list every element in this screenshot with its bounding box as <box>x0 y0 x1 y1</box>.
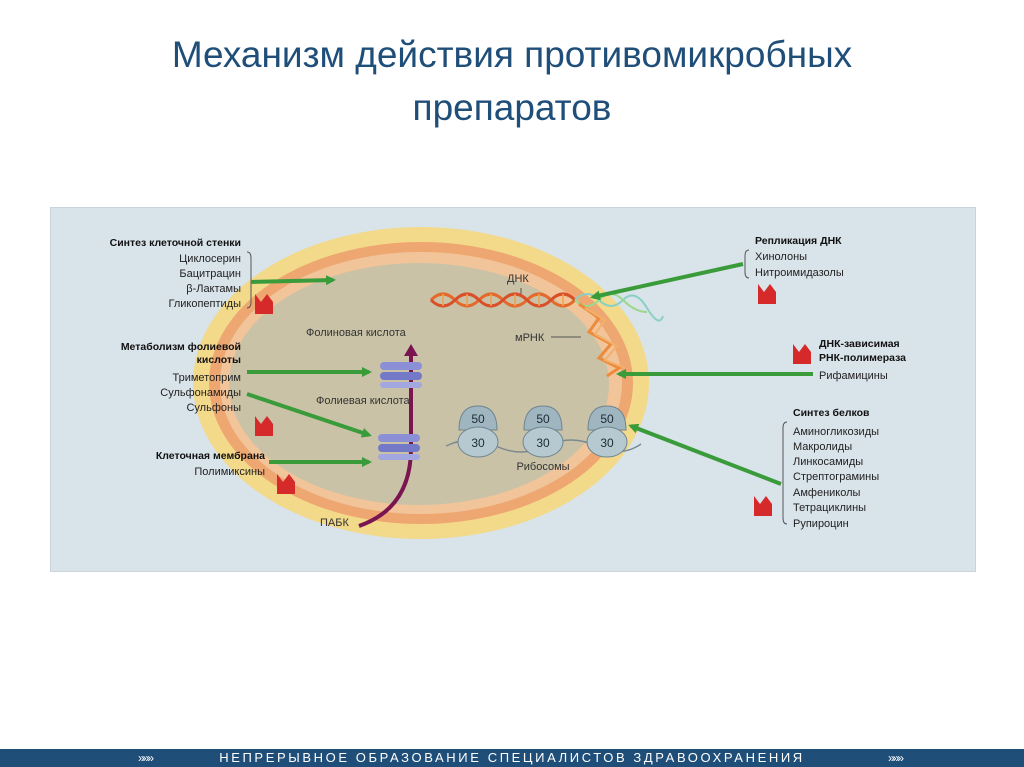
dna-replication-arrow <box>590 262 744 301</box>
title-line-1: Механизм действия противомикробных <box>171 34 853 75</box>
mechanism-diagram: ДНК мРНК 50 30 50 30 50 30 Рибосомы Фоли… <box>110 227 906 539</box>
protein-bracket <box>782 421 788 525</box>
membrane-drug-1: Полимиксины <box>194 466 265 478</box>
protein-drug-2: Макролиды <box>793 441 852 453</box>
rna-polymerase-blocker-icon <box>793 344 811 364</box>
folate-blocker-icon <box>255 416 273 436</box>
enzyme-block-upper <box>380 362 422 388</box>
cell-wall-drug-3: β-Лактамы <box>186 283 241 295</box>
chevrons-right-icon: »»» <box>138 751 154 765</box>
ribosome-3-large-label: 50 <box>600 412 614 426</box>
ribosome-3: 50 30 <box>586 405 628 458</box>
protein-drug-7: Рупироцин <box>793 518 849 530</box>
rna-polymerase-heading-line-2: РНК-полимераза <box>819 352 906 364</box>
mrna-strand-shadow <box>584 307 626 369</box>
dna-replication-bracket <box>744 249 750 279</box>
cell-wall-drug-1: Циклосерин <box>179 253 241 265</box>
folate-drug-1: Триметоприм <box>173 372 242 384</box>
folate-heading-line-2: кислоты <box>197 354 241 366</box>
diagram-panel: ДНК мРНК 50 30 50 30 50 30 Рибосомы Фоли… <box>50 207 976 572</box>
ribosome-1: 50 30 <box>457 405 499 458</box>
ribosome-2: 50 30 <box>522 405 564 458</box>
slide-title: Механизм действия противомикробных препа… <box>60 28 964 134</box>
paba-label: ПАБК <box>320 517 349 529</box>
ribosome-2-large-label: 50 <box>536 412 550 426</box>
folinic-acid-label: Фолиновая кислота <box>306 327 407 339</box>
folate-drug-3: Сульфоны <box>186 402 241 414</box>
ribosome-1-large-label: 50 <box>471 412 485 426</box>
folate-arrow-lower <box>246 392 372 438</box>
mrna-label: мРНК <box>515 332 545 344</box>
cell-wall-arrow <box>250 275 336 286</box>
dna-label: ДНК <box>507 273 529 285</box>
ribosome-2-small-label: 30 <box>536 436 550 450</box>
dna-replication-drug-1: Хинолоны <box>755 251 807 263</box>
protein-blocker-icon <box>754 496 772 516</box>
ribosomes-label: Рибосомы <box>516 461 569 473</box>
protein-arrow <box>628 423 782 486</box>
rna-polymerase-drug-1: Рифамицины <box>819 370 888 382</box>
membrane-heading: Клеточная мембрана <box>156 450 265 462</box>
title-line-2: препаратов <box>412 87 612 128</box>
dna-replication-drug-2: Нитроимидазолы <box>755 267 844 279</box>
mrna-strand <box>578 302 622 378</box>
enzyme-block-lower <box>378 434 420 460</box>
dna-replication-heading: Репликация ДНК <box>755 235 842 247</box>
protein-drug-6: Тетрациклины <box>793 502 866 514</box>
rna-polymerase-heading-line-1: ДНК-зависимая <box>819 338 900 350</box>
dna-replication-blocker-icon <box>758 284 776 304</box>
membrane-blocker-icon <box>277 474 295 494</box>
protein-drug-5: Амфениколы <box>793 487 861 499</box>
folate-drug-2: Сульфонамиды <box>160 387 241 399</box>
protein-heading: Синтез белков <box>793 407 870 419</box>
protein-drug-3: Линкосамиды <box>793 456 863 468</box>
protein-drug-4: Стрептограмины <box>793 471 879 483</box>
folate-heading-line-1: Метаболизм фолиевой <box>121 341 241 353</box>
footer-bar: »»» НЕПРЕРЫВНОЕ ОБРАЗОВАНИЕ СПЕЦИАЛИСТОВ… <box>0 749 1024 767</box>
cell-wall-drug-2: Бацитрацин <box>179 268 241 280</box>
cell-wall-heading: Синтез клеточной стенки <box>110 237 241 249</box>
footer-text: НЕПРЕРЫВНОЕ ОБРАЗОВАНИЕ СПЕЦИАЛИСТОВ ЗДР… <box>219 750 805 765</box>
ribosome-3-small-label: 30 <box>600 436 614 450</box>
ribosome-1-small-label: 30 <box>471 436 485 450</box>
cell-wall-blocker-icon <box>255 294 273 314</box>
chevrons-right-icon: »»» <box>888 751 904 765</box>
cell-wall-drug-4: Гликопептиды <box>169 298 242 310</box>
folic-acid-label: Фолиевая кислота <box>316 395 411 407</box>
protein-drug-1: Аминогликозиды <box>793 426 879 438</box>
